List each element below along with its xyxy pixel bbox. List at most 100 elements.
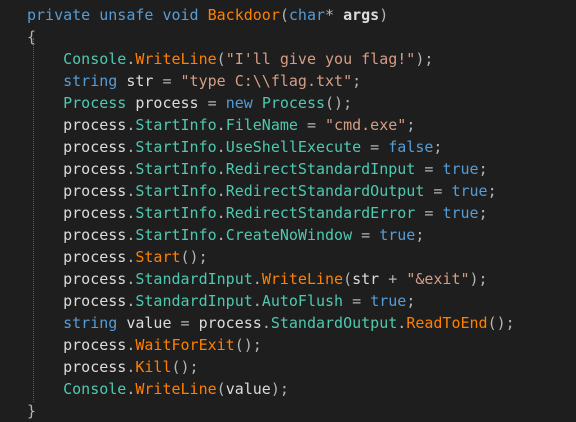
code-token <box>397 270 406 288</box>
code-token: . <box>216 138 226 156</box>
code-token: = <box>162 72 172 90</box>
code-token: process <box>27 204 127 222</box>
code-token <box>27 50 63 68</box>
code-token: (); <box>325 94 353 112</box>
code-token: false <box>388 138 434 156</box>
code-token: . <box>126 380 136 398</box>
code-token: "cmd.exe" <box>325 116 407 134</box>
code-token: Process <box>63 94 127 112</box>
code-token: . <box>126 138 136 156</box>
code-line: process.StartInfo.RedirectStandardInput … <box>27 158 487 180</box>
code-token: ( <box>279 6 289 24</box>
code-token: . <box>216 204 226 222</box>
code-token: (); <box>487 314 515 332</box>
code-token: process <box>27 160 127 178</box>
code-token: ReadToEnd <box>406 314 488 332</box>
code-token: WriteLine <box>135 50 217 68</box>
code-token: unsafe <box>99 6 154 24</box>
code-token: = <box>297 116 326 134</box>
code-token: WriteLine <box>261 270 344 288</box>
code-token: ; <box>406 292 416 310</box>
code-token: = <box>424 182 452 200</box>
code-token: ) <box>379 6 389 24</box>
code-token: ; <box>433 138 443 156</box>
code-line: process.StartInfo.CreateNoWindow = true; <box>27 224 424 246</box>
code-token: StartInfo <box>135 138 217 156</box>
code-token: Process <box>261 94 326 112</box>
code-token: process <box>27 248 127 266</box>
code-token: str <box>352 270 389 288</box>
code-token: = <box>415 160 443 178</box>
code-token: ); <box>270 380 289 398</box>
code-token: new <box>225 94 253 112</box>
code-token: process <box>27 116 127 134</box>
code-token <box>27 314 63 332</box>
code-token: . <box>126 292 136 310</box>
code-token: . <box>126 226 136 244</box>
code-token: ); <box>415 50 434 68</box>
code-token: process <box>27 138 127 156</box>
code-token: ); <box>469 270 488 288</box>
code-token: ; <box>478 204 488 222</box>
code-token: private <box>27 6 91 24</box>
code-token: WaitForExit <box>135 336 235 354</box>
code-token: Kill <box>135 358 172 376</box>
code-line: string value = process.StandardOutput.Re… <box>27 312 515 334</box>
code-line: process.Start(); <box>27 246 208 268</box>
code-token: = <box>180 314 190 332</box>
code-token: ( <box>343 270 353 288</box>
code-token: . <box>126 116 136 134</box>
code-token: RedirectStandardInput <box>225 160 416 178</box>
code-token: { <box>27 28 37 46</box>
code-token: ; <box>352 72 362 90</box>
code-token: = <box>361 138 389 156</box>
code-token <box>27 380 63 398</box>
code-token: . <box>126 204 136 222</box>
code-token: . <box>126 248 136 266</box>
code-token: args <box>343 6 380 24</box>
code-token: StartInfo <box>135 226 217 244</box>
code-token: . <box>216 182 226 200</box>
code-token: . <box>216 226 226 244</box>
code-token: RedirectStandardError <box>225 204 416 222</box>
code-token: true <box>370 292 407 310</box>
code-token: = <box>207 94 217 112</box>
code-token: (); <box>180 248 208 266</box>
code-token: . <box>126 50 136 68</box>
code-token: "type C:\\flag.txt" <box>180 72 353 90</box>
code-line: Process process = new Process(); <box>27 92 352 114</box>
code-line: } <box>27 400 36 422</box>
code-token: ; <box>415 226 425 244</box>
code-token: FileName <box>225 116 298 134</box>
code-token <box>199 6 208 24</box>
code-token: string <box>63 314 118 332</box>
code-token: . <box>126 358 136 376</box>
code-token: RedirectStandardOutput <box>225 182 425 200</box>
code-token: (); <box>171 358 199 376</box>
code-token <box>27 94 63 112</box>
code-line: Console.WriteLine("I'll give you flag!")… <box>27 48 433 70</box>
indent-guide <box>33 38 34 402</box>
code-token: . <box>261 314 271 332</box>
code-token: StandardInput <box>135 270 253 288</box>
code-token: value <box>225 380 271 398</box>
code-token: = <box>415 204 443 222</box>
code-line: process.StartInfo.RedirectStandardError … <box>27 202 488 224</box>
code-token: UseShellExecute <box>225 138 362 156</box>
code-token: = <box>352 226 380 244</box>
code-token: process <box>27 358 127 376</box>
code-token: CreateNoWindow <box>225 226 353 244</box>
code-token: string <box>63 72 118 90</box>
code-token: StandardInput <box>135 292 253 310</box>
code-token: "I'll give you flag!" <box>225 50 416 68</box>
code-token: process <box>27 226 127 244</box>
code-token: + <box>388 270 398 288</box>
code-line: process.WaitForExit(); <box>27 334 262 356</box>
code-token: StandardOutput <box>270 314 398 332</box>
code-token <box>172 72 181 90</box>
code-token: process <box>126 94 208 112</box>
code-token: str <box>117 72 163 90</box>
code-token: StartInfo <box>135 160 217 178</box>
code-token: ; <box>406 116 416 134</box>
